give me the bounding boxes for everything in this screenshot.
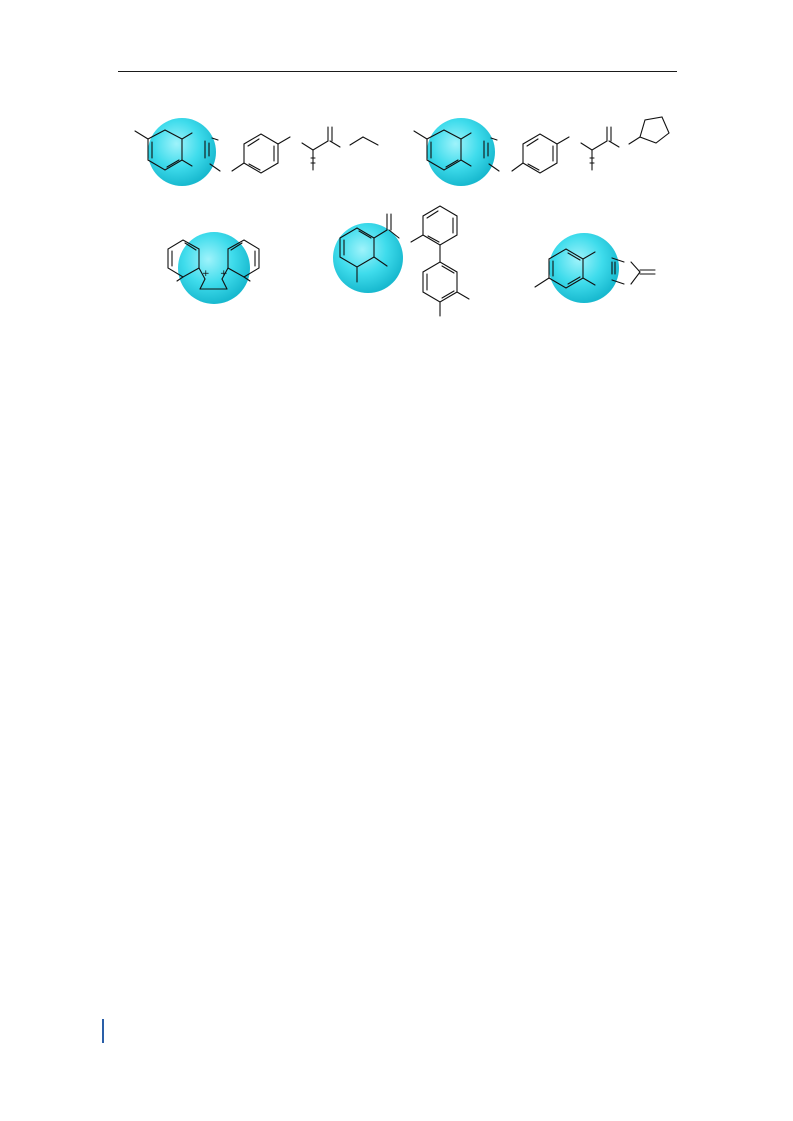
structure-2: [413, 116, 670, 186]
structure-3: + +: [167, 232, 260, 304]
chemical-structures-figure: + +: [0, 0, 793, 340]
highlight-circle: [333, 223, 403, 293]
charge-plus-right: +: [220, 269, 228, 279]
highlight-circle: [549, 233, 619, 303]
structure-1: [134, 118, 379, 186]
footer-margin-bar: [102, 1019, 104, 1043]
header-rule: [118, 71, 677, 72]
structure-5: [534, 233, 656, 303]
charge-plus-left: +: [202, 269, 210, 279]
structure-4: [333, 205, 470, 317]
